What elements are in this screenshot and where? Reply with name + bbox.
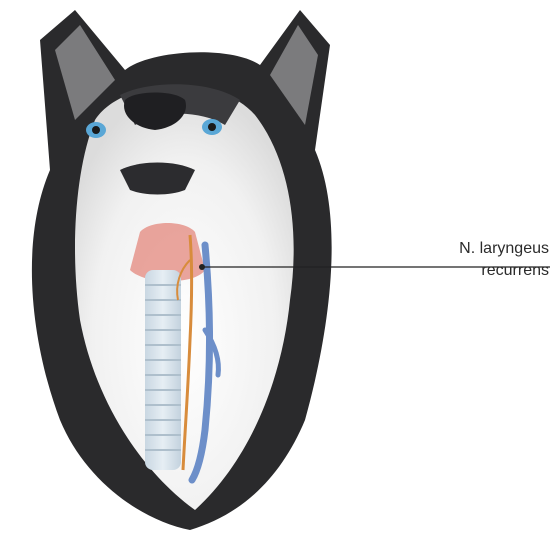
annotation-line-1: N. laryngeus xyxy=(459,238,549,260)
annotation-line-2: recurrens xyxy=(459,260,549,282)
annotation-label: N. laryngeus recurrens xyxy=(459,238,549,282)
mouth xyxy=(120,163,195,195)
